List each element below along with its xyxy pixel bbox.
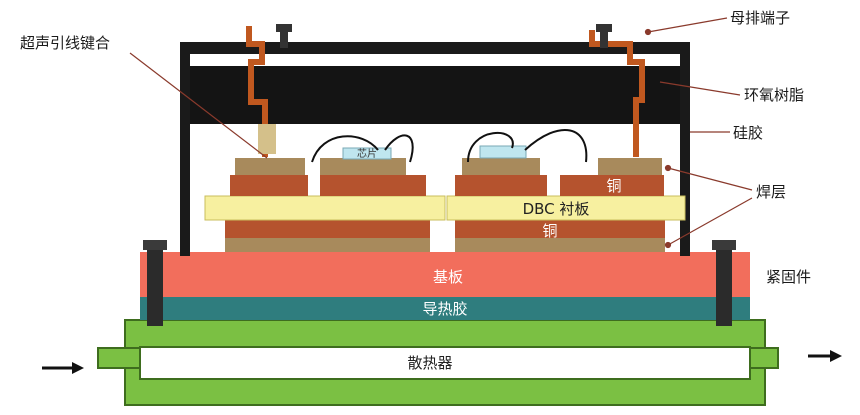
epoxy-resin-label: 环氧树脂 (744, 86, 804, 104)
chip-left-label: 芯片 (357, 147, 377, 160)
thermal-paste-label: 导热胶 (422, 300, 467, 318)
bond-wires (311, 129, 588, 163)
ultrasonic-bonding-label: 超声引线键合 (20, 34, 110, 52)
coolant-inlet-arrow-icon (42, 362, 84, 374)
busbar-terminal-right (589, 24, 645, 157)
heatsink-label: 散热器 (407, 354, 452, 372)
fastener-left (143, 240, 167, 326)
chip-left (342, 147, 392, 160)
thermal-paste-layer: 导热胶 (140, 297, 750, 320)
coolant-outlet-arrow-icon (808, 350, 842, 362)
busbar-terminal-left (246, 24, 292, 157)
baseplate-label: 基板 (433, 268, 463, 286)
dbc-stack-right: 铜 (446, 145, 686, 252)
fastener-label: 紧固件 (766, 268, 811, 286)
copper-label-middle: 铜 (542, 222, 557, 240)
housing-frame (180, 42, 690, 256)
epoxy-resin-layer (190, 66, 680, 124)
heatsink: 散热器 (97, 319, 779, 406)
solder-label: 焊层 (756, 183, 786, 201)
dbc-label: DBC 衬板 (523, 200, 590, 218)
leader-lines (129, 17, 753, 249)
baseplate-layer: 基板 (140, 252, 750, 297)
fastener-right (712, 240, 736, 326)
dbc-stack-left: 芯片 (204, 147, 446, 252)
chip-right (479, 145, 527, 159)
copper-label-right: 铜 (606, 177, 621, 195)
silicone-label: 硅胶 (733, 124, 763, 142)
busbar-terminal-label: 母排端子 (730, 9, 790, 27)
